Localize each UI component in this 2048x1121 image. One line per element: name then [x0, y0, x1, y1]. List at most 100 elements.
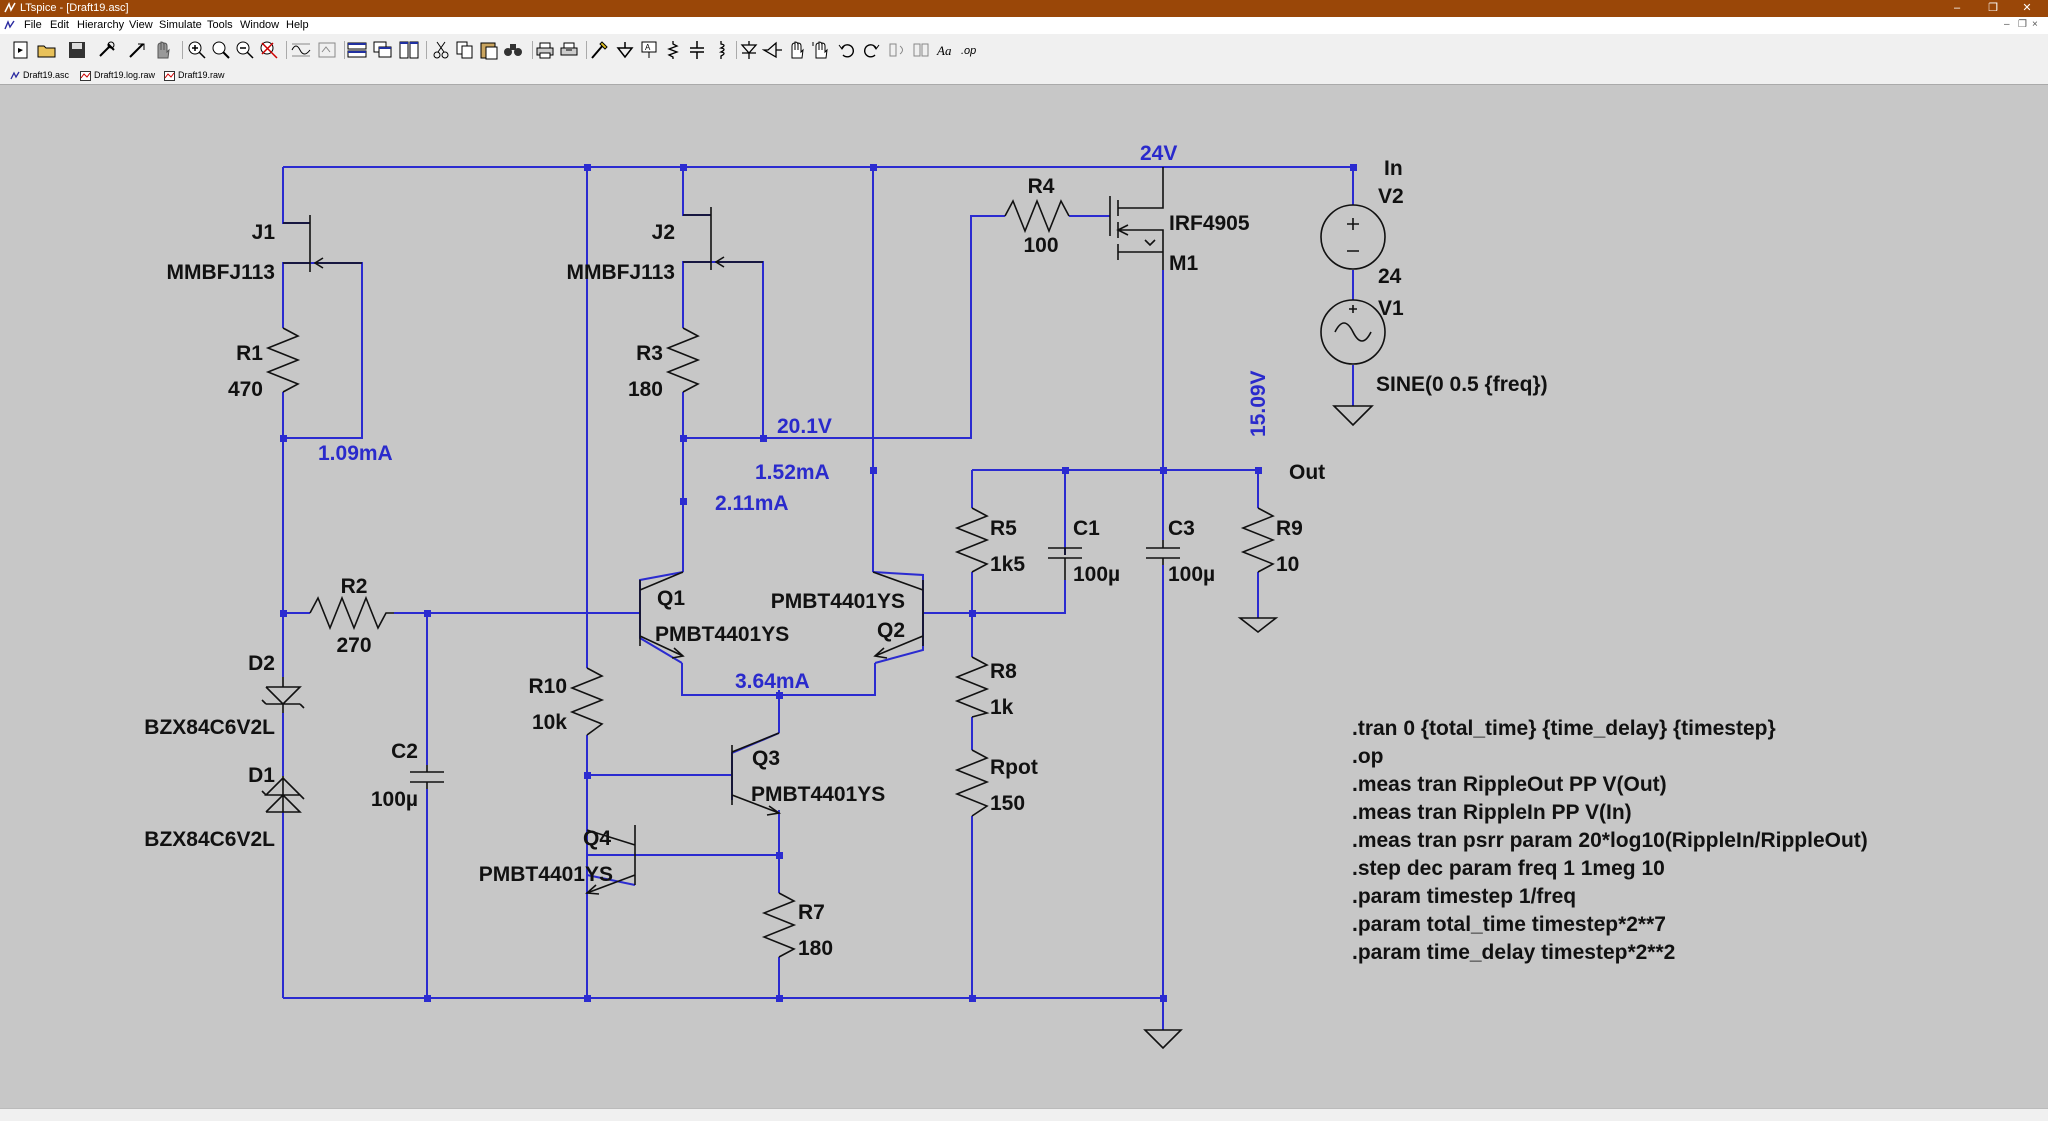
spice-directives[interactable]: .tran 0 {total_time} {time_delay} {times…: [1352, 717, 1868, 964]
autorange-icon[interactable]: [290, 40, 312, 60]
menu-hierarchy[interactable]: Hierarchy: [77, 19, 125, 31]
resistor-r2-symbol: [309, 595, 394, 631]
cut-icon[interactable]: [430, 40, 452, 60]
annotation-v-in: 24V: [1140, 142, 1177, 165]
junction-dots: [280, 164, 1357, 1002]
app-menu-icon[interactable]: [4, 20, 16, 31]
ground-icon[interactable]: [614, 40, 636, 60]
resistor-icon[interactable]: [662, 40, 684, 60]
redo-icon[interactable]: [860, 40, 882, 60]
mdi-minimize-button[interactable]: –: [2004, 19, 2010, 30]
resistor-r10-symbol: [569, 667, 605, 736]
text-icon[interactable]: Aa: [936, 40, 958, 60]
toolbar: A Aa .op: [0, 34, 2048, 67]
jfet-j2-symbol: [683, 207, 763, 270]
wire-icon[interactable]: [588, 40, 610, 60]
run-icon[interactable]: [126, 40, 148, 60]
label-r3-name: R3: [636, 342, 663, 365]
svg-text:A: A: [645, 43, 651, 52]
ground-main-symbol: [1143, 1029, 1183, 1050]
zoom-pan-icon[interactable]: [210, 40, 232, 60]
annotation-i-r3: 2.11mA: [715, 492, 789, 515]
window-title: LTspice - [Draft19.asc]: [20, 2, 129, 14]
menu-file[interactable]: File: [24, 19, 42, 31]
label-q3-name: Q3: [752, 747, 780, 770]
tile-vertical-icon[interactable]: [398, 40, 420, 60]
directive-line: .meas tran RippleOut PP V(Out): [1352, 773, 1667, 796]
jfet-j1-symbol: [283, 215, 362, 272]
spice-directive-icon[interactable]: .op: [960, 40, 982, 60]
zoom-area-icon[interactable]: [316, 40, 338, 60]
ltspice-logo-icon: [4, 2, 16, 13]
label-q1-value: PMBT4401YS: [655, 623, 789, 646]
mirror-icon[interactable]: [910, 40, 932, 60]
component-labels: J1 MMBFJ113 R1 470 J2 MMBFJ113 R3 180 R4…: [144, 157, 1547, 960]
control-panel-icon[interactable]: [96, 40, 118, 60]
bjt-q2-symbol: [872, 571, 924, 659]
paste-icon[interactable]: [478, 40, 500, 60]
document-tabs: Draft19.asc Draft19.log.raw Draft19.raw: [0, 66, 2048, 85]
open-icon[interactable]: [36, 40, 58, 60]
mdi-close-button[interactable]: ×: [2032, 19, 2038, 30]
annotation-i-q2: 1.52mA: [755, 461, 830, 484]
rotate-icon[interactable]: [886, 40, 908, 60]
drag-icon[interactable]: [810, 40, 832, 60]
print-setup-icon[interactable]: [558, 40, 580, 60]
directive-line: .param total_time timestep*2**7: [1352, 913, 1666, 936]
label-d1-value: BZX84C6V2L: [144, 828, 275, 851]
undo-icon[interactable]: [836, 40, 858, 60]
restore-button[interactable]: ❐: [1988, 2, 1998, 14]
halt-icon[interactable]: [152, 40, 174, 60]
cascade-icon[interactable]: [372, 40, 394, 60]
print-icon[interactable]: [534, 40, 556, 60]
op-annotations: 24V 20.1V 15.09V 1.09mA 1.52mA 2.11mA 3.…: [318, 142, 1270, 693]
move-icon[interactable]: [786, 40, 808, 60]
annotation-i-r1: 1.09mA: [318, 442, 393, 465]
tab-label: Draft19.raw: [178, 70, 225, 80]
net-label-in: In: [1384, 157, 1403, 180]
capacitor-c1-symbol: [1048, 547, 1082, 580]
annotation-v-out: 15.09V: [1247, 370, 1270, 437]
find-icon[interactable]: [502, 40, 524, 60]
menu-edit[interactable]: Edit: [50, 19, 69, 31]
mdi-restore-button[interactable]: ❐: [2018, 19, 2027, 30]
label-r9-value: 10: [1276, 553, 1299, 576]
waveform-icon: [164, 70, 175, 81]
svg-text:.op: .op: [961, 45, 976, 57]
zoom-fit-icon[interactable]: [258, 40, 280, 60]
menu-simulate[interactable]: Simulate: [159, 19, 202, 31]
status-bar: [0, 1108, 2048, 1121]
zoom-in-icon[interactable]: [186, 40, 208, 60]
minimize-button[interactable]: –: [1953, 2, 1961, 14]
label-j2-name: J2: [652, 221, 675, 244]
label-q2-name: Q2: [877, 619, 905, 642]
menu-window[interactable]: Window: [240, 19, 280, 31]
inductor-icon[interactable]: [710, 40, 732, 60]
close-button[interactable]: ✕: [2022, 2, 2032, 14]
tile-horizontal-icon[interactable]: [346, 40, 368, 60]
label-j2-value: MMBFJ113: [566, 261, 675, 284]
schematic-canvas[interactable]: J1 MMBFJ113 R1 470 J2 MMBFJ113 R3 180 R4…: [1, 85, 2047, 1108]
menu-view[interactable]: View: [129, 19, 153, 31]
label-net-icon[interactable]: A: [638, 40, 660, 60]
resistor-r3-symbol: [665, 327, 701, 393]
zoom-out-icon[interactable]: [234, 40, 256, 60]
new-schematic-icon[interactable]: [10, 40, 32, 60]
label-r2-name: R2: [341, 575, 368, 598]
diode-icon[interactable]: [738, 40, 760, 60]
resistor-r9-symbol: [1240, 507, 1276, 573]
label-m1-name: M1: [1169, 252, 1198, 275]
capacitor-icon[interactable]: [686, 40, 708, 60]
tab-label: Draft19.asc: [23, 70, 70, 80]
copy-icon[interactable]: [454, 40, 476, 60]
label-r3-value: 180: [628, 378, 663, 401]
save-icon[interactable]: [66, 40, 88, 60]
tab-draft19-raw[interactable]: Draft19.raw: [164, 67, 225, 83]
tab-draft19-log-raw[interactable]: Draft19.log.raw: [80, 67, 155, 83]
menu-tools[interactable]: Tools: [207, 19, 233, 31]
menu-help[interactable]: Help: [286, 19, 309, 31]
label-r2-value: 270: [336, 634, 371, 657]
label-c2-name: C2: [391, 740, 418, 763]
tab-draft19-asc[interactable]: Draft19.asc: [10, 67, 69, 83]
component-icon[interactable]: [762, 40, 784, 60]
